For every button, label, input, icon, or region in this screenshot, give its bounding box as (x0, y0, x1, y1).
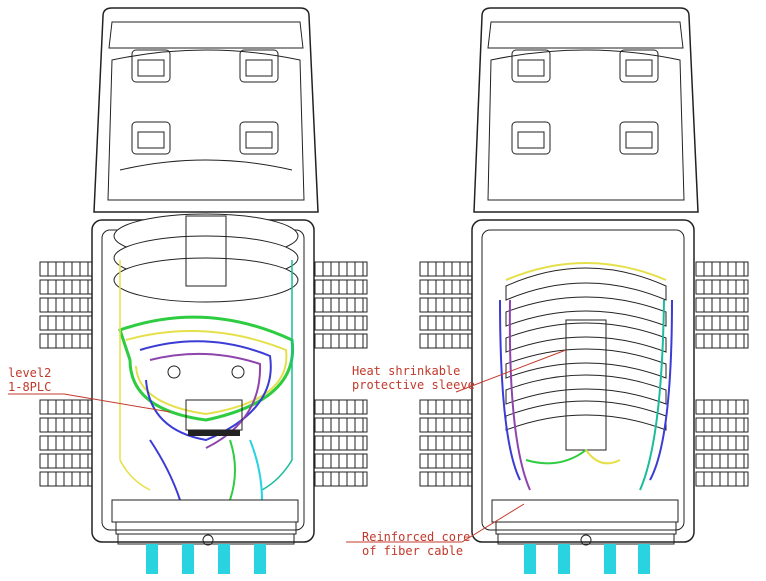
sleeve-label: Heat shrinkable protective sleeve (352, 364, 475, 392)
right-body (471, 219, 695, 543)
core-label-line2: of fiber cable (362, 544, 464, 558)
core-leader (346, 503, 525, 543)
core-label: Reinforced core of fiber cable (362, 530, 470, 558)
plc-label-line2: 1-8PLC (8, 380, 52, 394)
sleeve-label-line1: Heat shrinkable (352, 364, 461, 378)
left-bottom-connectors (111, 499, 299, 574)
right-splice-trays (505, 267, 667, 451)
right-bottom-connectors (491, 499, 679, 574)
right-lid (473, 7, 699, 213)
left-lid (93, 7, 319, 213)
sleeve-label-line2: protective sleeve (352, 378, 475, 392)
right-box (419, 7, 749, 574)
right-side-ports-right (695, 261, 749, 487)
plc-label: level2 1-8PLC (8, 366, 51, 394)
sleeve-leader (455, 349, 567, 393)
left-box (39, 7, 368, 574)
callout-leaders (8, 349, 567, 543)
core-label-line1: Reinforced core (362, 530, 471, 544)
plc-label-line1: level2 (8, 366, 52, 380)
plc-leader (8, 393, 171, 413)
